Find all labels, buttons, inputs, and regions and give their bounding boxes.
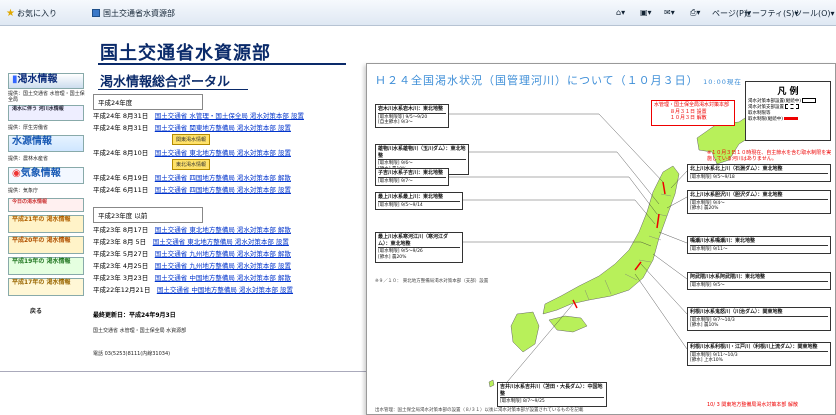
caption-mhlw: 提供：厚生労働省 bbox=[8, 125, 49, 131]
river-info-box: 吉井川水系吉井川（苫田・大長ダム）：中国地整[取水制限] 8/7〜9/25 bbox=[497, 382, 607, 407]
map-legend: 凡 例 渇水対策本部設置(継続中) 渇水対策支部設置 取水制限等 取水制限(継続… bbox=[745, 81, 831, 141]
honshu-shape bbox=[542, 165, 680, 315]
river-info-box: 阿武隈川水系阿武隈川：東北地整[取水制限] 9/5〜 bbox=[687, 272, 831, 291]
news-item: 平成23年 3月23日 国土交通省 中国地方整備局 渇水対策本部 解散 bbox=[93, 274, 291, 282]
water-drop-icon: ▮ bbox=[12, 74, 18, 85]
banner-h20[interactable]: 平成20年の 渇水情報 bbox=[8, 236, 84, 254]
mail-icon[interactable]: ✉▾ bbox=[664, 8, 675, 17]
river-info-box: 北上川水系胆沢川（胆沢ダム）：東北地整[取水制限] 9/4〜[節水] 農20% bbox=[687, 190, 831, 215]
favorites-toolbar: ★お気に入り 国土交通省水資源部 ⌂▾ ▣▾ ✉▾ ⎙▾ ページ(P)▾ セーフ… bbox=[0, 0, 836, 26]
news-link[interactable]: 国土交通省 東北地方整備局 渇水対策本部 設置 bbox=[154, 149, 291, 157]
banner-h17[interactable]: 平成17年の 渇水情報 bbox=[8, 278, 84, 296]
restricted-river bbox=[572, 299, 578, 309]
news-link[interactable]: 国土交通省 東北地方整備局 渇水対策本部 設置 bbox=[152, 238, 289, 246]
news-item: 平成22年12月21日 国土交通省 中国地方整備局 渇水対策本部 設置 bbox=[93, 286, 294, 294]
news-item: 平成24年 8月31日 国土交通省 関東地方整備局 渇水対策本部 設置 bbox=[93, 124, 291, 132]
weather-icon: ◉ bbox=[12, 168, 21, 179]
news-link[interactable]: 国土交通省 四国地方整備局 渇水対策本部 設置 bbox=[154, 186, 291, 194]
news-link[interactable]: 国土交通省 九州地方整備局 渇水対策本部 設置 bbox=[154, 262, 291, 270]
news-link[interactable]: 国土交通省 四国地方整備局 渇水対策本部 解散 bbox=[154, 174, 291, 182]
news-link[interactable]: 国土交通省 中国地方整備局 渇水対策本部 解散 bbox=[154, 274, 291, 282]
news-link[interactable]: 国土交通省 水管理・国土保全局 渇水対策本部 設置 bbox=[154, 112, 304, 120]
news-link[interactable]: 国土交通省 中国地方整備局 渇水対策本部 設置 bbox=[156, 286, 294, 294]
tohoku-drought-badge[interactable]: 東北渇水情報 bbox=[172, 159, 211, 170]
banner-river-info[interactable]: 渇水に伴う 河川水情報 bbox=[8, 105, 84, 121]
sidebar: ▮渇水情報 提供：国土交通省 水管理・国土保全局 渇水に伴う 河川水情報 提供：… bbox=[8, 67, 86, 367]
news-item: 平成24年 6月11日 国土交通省 四国地方整備局 渇水対策本部 設置 bbox=[93, 186, 291, 194]
news-item: 平成24年 8月31日 国土交通省 水管理・国土保全局 渇水対策本部 設置 bbox=[93, 112, 304, 120]
status-note: ※１０月３日１０時現在、自主節水を含む取水制限を実施している河川はありません。 bbox=[707, 150, 832, 163]
back-link[interactable]: 戻る bbox=[30, 308, 43, 315]
legend-swatch bbox=[802, 98, 817, 103]
banner-drought-info[interactable]: ▮渇水情報 bbox=[8, 73, 84, 89]
river-info-box: 北上川水系北上川（石淵ダム）：東北地整[取水制限] 9/5〜9/18 bbox=[687, 164, 831, 183]
banner-water-source[interactable]: 水源情報 bbox=[8, 135, 84, 152]
safety-menu[interactable]: セーフティ(S)▾ bbox=[744, 9, 799, 18]
news-item: 平成24年 6月19日 国土交通省 四国地方整備局 渇水対策本部 解散 bbox=[93, 174, 291, 182]
phone-text: 電話 03(5253)8111(内線31034) bbox=[93, 351, 171, 357]
legend-item: 渇水対策支部設置 bbox=[748, 104, 828, 110]
restricted-river bbox=[662, 181, 666, 195]
river-info-box: 利根川水系鬼怒川（川治ダム）：関東地整[取水制限] 9/7〜10/3[節水] 農… bbox=[687, 307, 831, 332]
shikoku-shape bbox=[548, 315, 588, 333]
tools-menu[interactable]: ツール(O)▾ bbox=[794, 9, 835, 18]
river-info-box: 子吉川水系子吉川：東北地整[取水制限] 9/7〜 bbox=[375, 168, 449, 187]
home-icon[interactable]: ⌂▾ bbox=[616, 8, 626, 17]
kanto-drought-badge[interactable]: 関東渇水情報 bbox=[172, 134, 211, 145]
river-info-box: 最上川水系寒河江川（寒河江ダム）：東北地整[取水制限] 9/5〜9/26[節水]… bbox=[375, 232, 463, 263]
caption-mlit: 提供：国土交通省 水管理・国土保全局 bbox=[8, 91, 85, 103]
star-icon: ★ bbox=[6, 8, 15, 19]
dissolution-note: 10/ 3 関東地方整備局渇水対策本部 解散 bbox=[707, 402, 798, 408]
news-link[interactable]: 国土交通省 東北地方整備局 渇水対策本部 解散 bbox=[154, 226, 291, 234]
legend-item: 渇水対策本部設置(継続中) bbox=[748, 98, 828, 104]
page-favicon-icon bbox=[92, 9, 100, 17]
browser-tab[interactable]: 国土交通省水資源部 bbox=[92, 8, 175, 19]
drought-map-panel: Ｈ２４全国渇水状況（国管理河川）について（１０月３日） 10:00現在 水管理・… bbox=[366, 63, 836, 415]
news-item: 平成23年 5月27日 国土交通省 九州地方整備局 渇水対策本部 解散 bbox=[93, 250, 291, 258]
legend-swatch bbox=[784, 117, 799, 120]
restricted-river bbox=[634, 261, 642, 271]
prefecture-borders bbox=[584, 193, 672, 301]
river-info-box: 最上川水系最上川：東北地整[取水制限] 9/5〜9/14 bbox=[375, 192, 463, 211]
portal-title: 渇水情報総合ポータル bbox=[100, 75, 231, 90]
address-text: 国土交通省 水管理・国土保全局 水資源部 bbox=[93, 328, 187, 334]
river-info-box: 利根川水系利根川・江戸川（利根川上流ダム）：関東地整[取水制限] 9/11〜10… bbox=[687, 342, 831, 367]
title-divider bbox=[98, 63, 346, 65]
overlay-title: Ｈ２４全国渇水状況（国管理河川）について（１０月３日） 10:00現在 bbox=[375, 74, 742, 87]
legend-item: 取水制限(継続中) bbox=[748, 116, 828, 122]
feeds-icon[interactable]: ▣▾ bbox=[640, 8, 652, 17]
last-updated: 最終更新日：平成24年9月3日 bbox=[93, 312, 176, 319]
hq-status-box: 水管理・国土保全局渇水対策本部 ８月３１日 設置 １０月３日 解散 bbox=[651, 100, 735, 126]
legend-item: 取水制限等 bbox=[748, 111, 771, 116]
restricted-river bbox=[656, 213, 660, 229]
news-link[interactable]: 国土交通省 関東地方整備局 渇水対策本部 設置 bbox=[154, 124, 291, 132]
banner-weather[interactable]: ◉気象情報 bbox=[8, 167, 84, 184]
banner-h19[interactable]: 平成19年の 渇水情報 bbox=[8, 257, 84, 275]
kyushu-shape bbox=[510, 311, 540, 353]
news-item: 平成23年 4月25日 国土交通省 九州地方整備局 渇水対策本部 設置 bbox=[93, 262, 291, 270]
caption-jma: 提供：気象庁 bbox=[8, 188, 39, 194]
banner-today[interactable]: 今日の渇水情報 bbox=[8, 198, 84, 212]
section-h24: 平成24年度 bbox=[93, 94, 203, 110]
site-title: 国土交通省水資源部 bbox=[100, 43, 271, 64]
caption-maff: 提供：農林水産省 bbox=[8, 156, 49, 162]
portal-divider bbox=[98, 89, 248, 90]
news-item: 平成23年 8月 5日 国土交通省 東北地方整備局 渇水対策本部 設置 bbox=[93, 238, 289, 246]
leader-lines bbox=[449, 113, 688, 395]
river-info-box: 岩木川水系岩木川：東北地整[取水制限等] 9/5〜9/20[自主節水] 9/3〜 bbox=[375, 104, 449, 129]
legend-swatch bbox=[785, 104, 800, 109]
section-h23: 平成23年度 以前 bbox=[93, 207, 203, 223]
favorites-button[interactable]: ★お気に入り bbox=[6, 8, 57, 19]
news-link[interactable]: 国土交通省 九州地方整備局 渇水対策本部 解散 bbox=[154, 250, 291, 258]
banner-h21[interactable]: 平成21年の 渇水情報 bbox=[8, 215, 84, 233]
page-menu[interactable]: ページ(P)▾ bbox=[712, 9, 751, 18]
river-info-box: 鳴瀬川水系鳴瀬川：東北地整[取水制限] 9/11〜 bbox=[687, 236, 831, 255]
overlay-footer: 出水管理：国土保全局渇水対策本部の設置（８/３１）以後に渇水対策本部が設置されて… bbox=[375, 408, 584, 413]
footnote: ※９／１０： 東北地方整備局渇水対策本部（支部）設置 bbox=[375, 279, 489, 284]
print-icon[interactable]: ⎙▾ bbox=[690, 8, 701, 17]
okinawa-shape bbox=[488, 379, 495, 388]
news-item: 平成23年 8月17日 国土交通省 東北地方整備局 渇水対策本部 解散 bbox=[93, 226, 291, 234]
news-item: 平成24年 8月10日 国土交通省 東北地方整備局 渇水対策本部 設置 bbox=[93, 149, 291, 157]
